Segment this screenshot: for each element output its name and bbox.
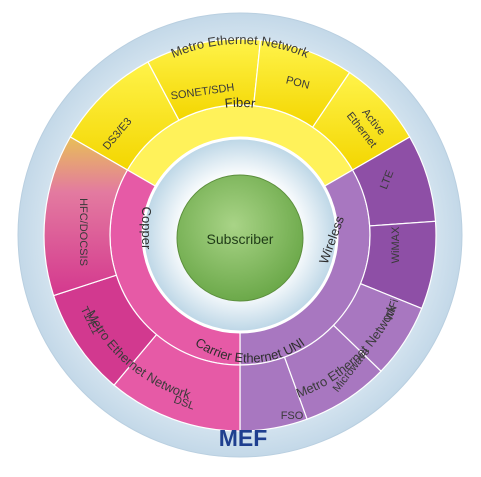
subscriber-label: Subscriber [207, 231, 274, 247]
segment-wimax-label: WiMAX [390, 226, 402, 263]
category-fiber-label: Fiber [224, 95, 257, 111]
svg-text:Fiber: Fiber [224, 95, 257, 111]
segment-hfc-label: HFC/DOCSIS [77, 198, 89, 266]
subscriber-circle [176, 174, 304, 302]
segment-pon-label: PON [285, 74, 311, 91]
segment-fso-label: FSO [281, 410, 304, 422]
segment-hfc [43, 136, 129, 297]
category-copper-label: Copper [139, 207, 154, 250]
mef-logo: MEF [219, 425, 268, 451]
segment-ring [43, 38, 437, 432]
